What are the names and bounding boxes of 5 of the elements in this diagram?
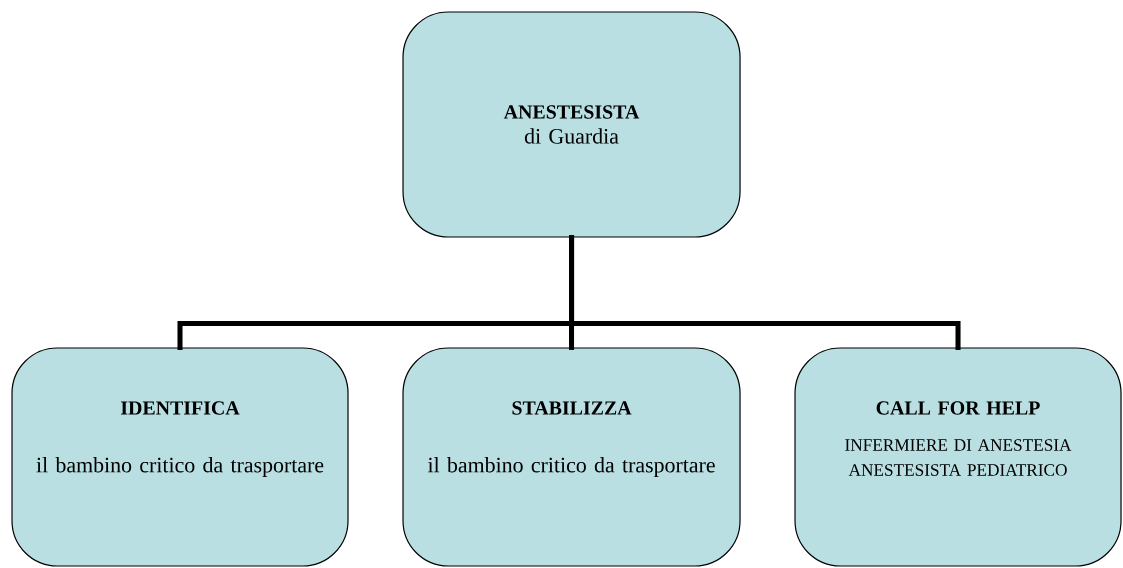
rounded-box: ANESTESISTA di Guardia: [402, 11, 741, 238]
connector-line: [569, 235, 961, 350]
rounded-box: CALL FOR HELP INFERMIERE DI ANESTESIA ANESTESISTA PEDIATRICO: [794, 347, 1122, 567]
rounded-box: STABILIZZA il bambino critico da trasportare: [402, 347, 741, 567]
rounded-box: IDENTIFICA il bambino critico da trasportare: [11, 347, 349, 567]
